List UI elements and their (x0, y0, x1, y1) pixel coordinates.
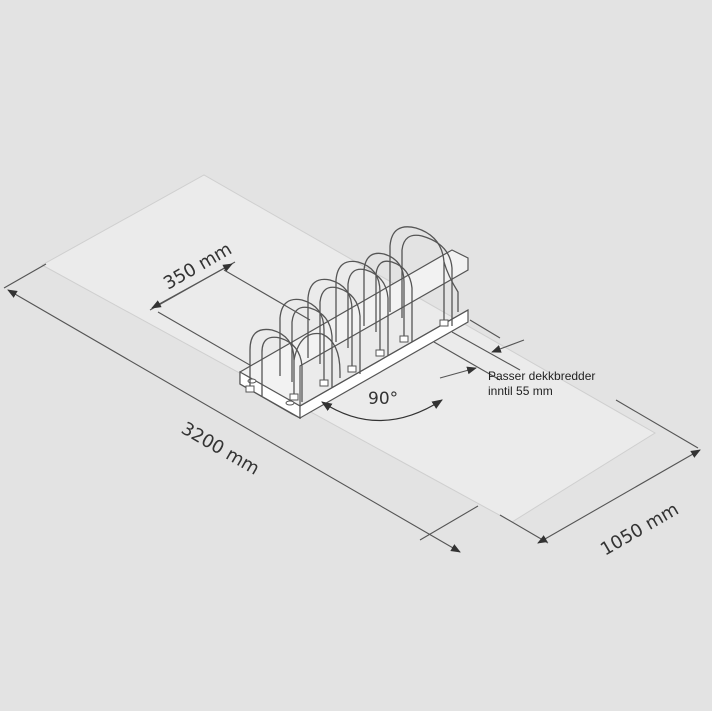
width-dimension (499, 399, 701, 544)
tyre-note-line1: Passer dekkbredder (488, 369, 595, 383)
length-label: 3200 mm (178, 418, 264, 479)
tyre-note-line2: inntil 55 mm (488, 384, 553, 398)
footprint-area (40, 174, 656, 523)
rack-hoops (249, 226, 459, 402)
angle-label: 90° (368, 389, 398, 409)
angle-arc (321, 399, 443, 422)
length-dimension (3, 263, 479, 553)
width-label: 1050 mm (597, 499, 683, 560)
hoop-feet (245, 319, 449, 401)
tyre-width-indicator (433, 319, 525, 381)
